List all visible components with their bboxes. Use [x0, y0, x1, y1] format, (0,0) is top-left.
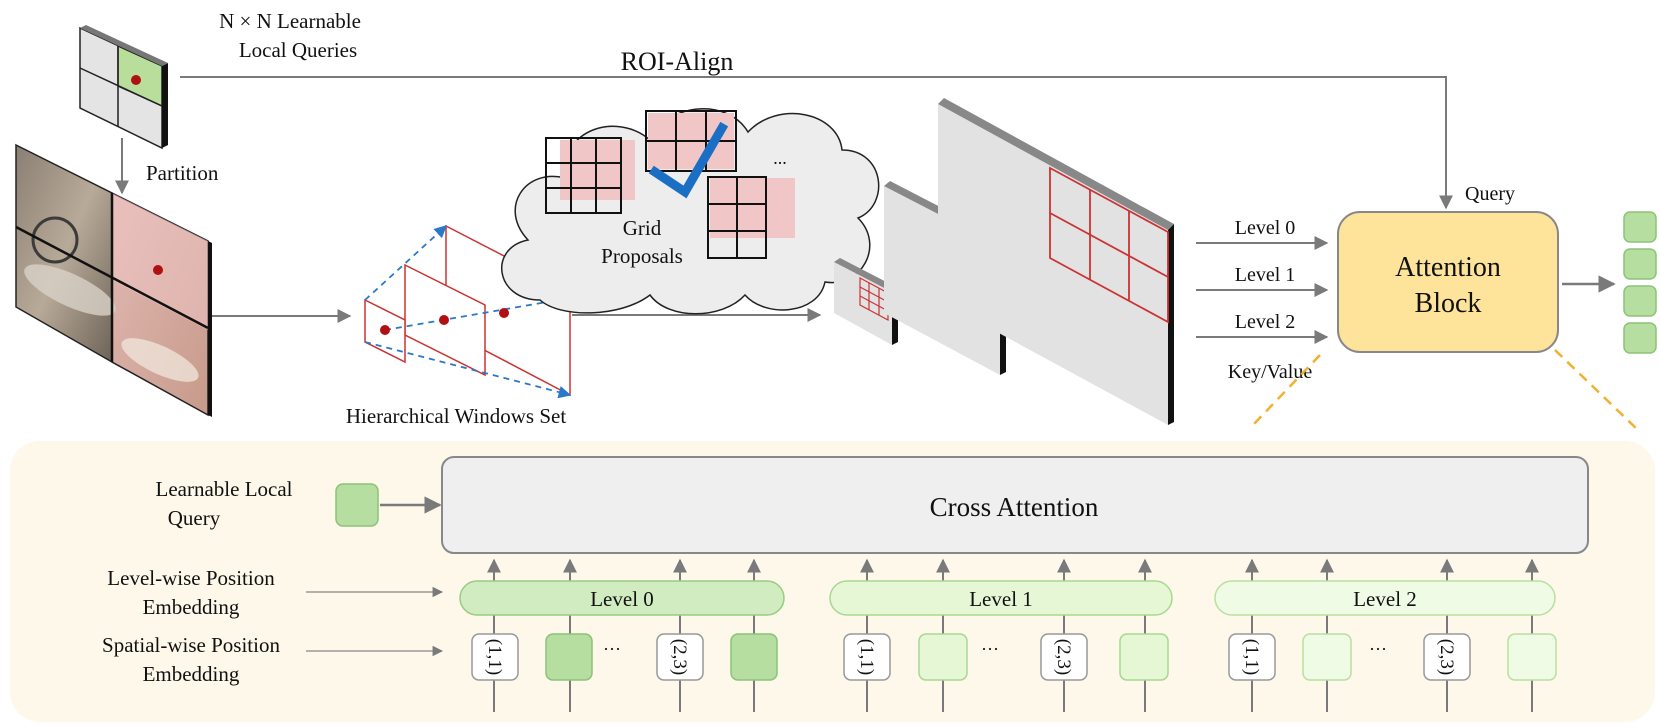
token-pale-green [1507, 633, 1557, 681]
token-2-3-label: (2,3) [1436, 639, 1457, 675]
level-group-2: Level 2 (1,1) ··· (2,3) [1214, 558, 1557, 712]
queries-label-line1: N × N Learnable [219, 9, 361, 33]
attention-block-line1: Attention [1395, 252, 1501, 283]
token-pale-green [1302, 633, 1352, 681]
token-2-3 [1423, 633, 1471, 681]
attention-block [1337, 211, 1559, 353]
token-1-1-label: (1,1) [1241, 639, 1262, 675]
token-light-green [1119, 633, 1169, 681]
spatial-pos-line1: Spatial-wise Position [102, 633, 280, 657]
windows-label: Hierarchical Windows Set [346, 404, 567, 428]
cross-attention-box [441, 456, 1589, 554]
level-pos-line2: Embedding [143, 595, 240, 619]
level-pill-1 [829, 580, 1173, 616]
level-pill-2 [1214, 580, 1556, 616]
token-1-1-label: (1,1) [484, 639, 505, 675]
check-icon [648, 121, 729, 199]
query-label: Query [1465, 183, 1515, 205]
zoom-line-right [1554, 349, 1641, 433]
token-1-1-label: (1,1) [856, 639, 877, 675]
token-ellipsis: ··· [603, 639, 621, 659]
token-2-3-label: (2,3) [1053, 639, 1074, 675]
spatial-pos-line2: Embedding [143, 662, 240, 686]
output-tokens [1623, 211, 1657, 354]
token-2-3-label: (2,3) [669, 639, 690, 675]
queries-label-line2: Local Queries [239, 38, 357, 62]
grid-proposals-line1: Grid [623, 216, 662, 240]
token-light-green [918, 633, 968, 681]
feature-map-level0 [938, 98, 1174, 425]
level-pill-2-label: Level 2 [1353, 587, 1417, 611]
token-1-1 [471, 633, 519, 681]
learnable-query-line1: Learnable Local [156, 477, 293, 501]
token-2-3 [656, 633, 704, 681]
token-1-1 [843, 633, 891, 681]
learnable-query-token [335, 483, 379, 527]
learnable-query-line2: Query [168, 506, 221, 530]
roi-align-label: ROI-Align [621, 47, 734, 76]
roi-align-arrow [180, 76, 1453, 210]
partition-label: Partition [146, 161, 219, 185]
hierarchical-windows [364, 224, 572, 399]
level-pos-line1: Level-wise Position [107, 566, 275, 590]
token-2-3 [1040, 633, 1088, 681]
query-point [131, 75, 141, 85]
level-group-0: Level 0 (1,1) ··· (2,3) [459, 558, 785, 712]
grid-proposals-cloud [501, 108, 880, 315]
token-ellipsis: ··· [1369, 639, 1387, 659]
top-level2-label: Level 2 [1235, 311, 1296, 333]
token-1-1 [1228, 633, 1276, 681]
partitioned-image [15, 143, 212, 417]
token-green [730, 633, 778, 681]
image-query-point [153, 265, 163, 275]
level-pill-1-label: Level 1 [969, 587, 1033, 611]
key-value-label: Key/Value [1228, 361, 1313, 383]
level-group-1: Level 1 (1,1) ··· (2,3) [829, 558, 1173, 712]
token-green [545, 633, 593, 681]
top-level0-label: Level 0 [1235, 217, 1296, 239]
level-pill-0-label: Level 0 [590, 587, 654, 611]
proposals-ellipsis: ... [773, 148, 787, 168]
token-ellipsis: ··· [981, 639, 999, 659]
grid-proposals-line2: Proposals [601, 244, 683, 268]
top-level1-label: Level 1 [1235, 264, 1296, 286]
attention-block-line2: Block [1415, 288, 1482, 319]
level-pill-0 [459, 580, 785, 616]
local-queries-grid [79, 25, 168, 150]
cross-attention-label: Cross Attention [930, 492, 1099, 522]
